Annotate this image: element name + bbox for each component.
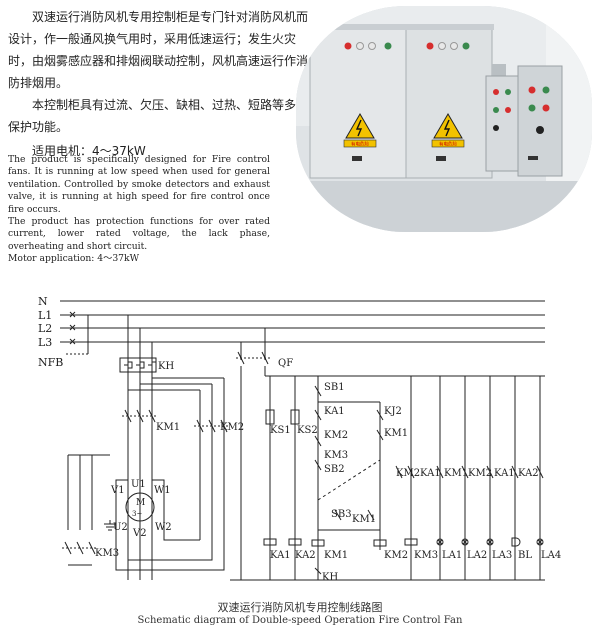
terminal-v1: V1	[110, 485, 125, 496]
label-sb3: SB3	[331, 509, 352, 520]
bottom-label-bl: BL	[518, 550, 532, 561]
motor-symbol	[125, 492, 155, 522]
bottom-label-km3: KM3	[414, 550, 438, 561]
product-photo: 有电危险 有电危险	[296, 6, 592, 232]
chinese-description: 双速运行消防风机专用控制柜是专门针对消防风机而设计，作一般通风换气用时，采用低速…	[8, 6, 308, 162]
en-motor-application: Motor application: 4～37kW	[8, 253, 140, 265]
red-indicator-light	[344, 42, 352, 50]
zh-motor-application: 适用电机：4～37kW	[32, 144, 146, 158]
coil-km2	[373, 539, 387, 547]
schematic-diagram: N L1 L2 L3 NFB	[38, 295, 561, 583]
bottom-label-ka2: KA2	[295, 550, 316, 561]
terminal-u2: U2	[113, 522, 128, 533]
main-cabinet: 有电危险 有电危险	[308, 24, 494, 179]
label-ks2: KS2	[297, 425, 318, 436]
label-km3-control: KM3	[324, 450, 348, 461]
label-ks1: KS1	[270, 425, 291, 436]
control-circuit	[230, 328, 545, 581]
top-contact-6: KA2	[518, 468, 539, 479]
english-description: The product is specifically designed for…	[8, 154, 270, 266]
bus-label-l3: L3	[38, 336, 52, 349]
bus-label-nfb: NFB	[38, 356, 63, 369]
ks2-fuse	[290, 409, 300, 425]
green-indicator-light	[384, 42, 392, 50]
small-cabinets	[485, 65, 563, 177]
top-contact-1: KM2	[396, 468, 420, 479]
label-km2-control: KM2	[324, 430, 348, 441]
label-qf: QF	[278, 358, 293, 369]
bottom-label-ka1: KA1	[270, 550, 291, 561]
en-paragraph-1: The product is specifically designed for…	[8, 154, 270, 215]
bus-lines	[60, 300, 545, 343]
caption-english: Schematic diagram of Double-speed Operat…	[137, 615, 463, 626]
label-kj2: KJ2	[384, 406, 402, 417]
warning-sign-left: 有电危险	[343, 113, 377, 148]
bus-label-n: N	[38, 295, 48, 308]
warning-label-2: 有电危险	[439, 141, 457, 148]
label-km1-control: KM1	[384, 428, 408, 439]
motor-phase: 3~	[132, 510, 142, 518]
top-contact-3: KM1	[444, 468, 468, 479]
nfb-breaker	[66, 311, 92, 355]
bottom-label-la1: LA1	[442, 550, 462, 561]
top-contact-4: KM2	[468, 468, 492, 479]
label-km1-sb3: KM1	[352, 514, 376, 525]
bus-label-l1: L1	[38, 309, 52, 322]
label-kh: KH	[158, 361, 174, 372]
bus-label-l2: L2	[38, 322, 52, 335]
control-cabinet-illustration: 有电危险 有电危险	[296, 6, 592, 232]
main-power-circuit	[62, 315, 230, 580]
label-km3-main: KM3	[95, 548, 119, 559]
bottom-label-la2: LA2	[467, 550, 487, 561]
terminal-u1: U1	[131, 479, 146, 490]
warning-label-1: 有电危险	[351, 141, 369, 148]
zh-paragraph-2: 本控制柜具有过流、欠压、缺相、过热、短路等多种保护功能。	[8, 98, 309, 134]
label-sb1: SB1	[324, 382, 345, 393]
en-paragraph-2: The product has protection functions for…	[8, 216, 270, 252]
coil-km1	[311, 539, 325, 547]
ks1-fuse	[265, 409, 275, 425]
motor-label: M	[136, 498, 145, 508]
top-contact-5: KA1	[494, 468, 515, 479]
bottom-label-la4: LA4	[541, 550, 561, 561]
bottom-label-la3: LA3	[492, 550, 512, 561]
bottom-label-km1: KM1	[324, 550, 348, 561]
top-contact-2: KA1	[420, 468, 441, 479]
label-kh-control: KH	[322, 572, 338, 583]
label-km2-main: KM2	[220, 422, 244, 433]
zh-paragraph-1: 双速运行消防风机专用控制柜是专门针对消防风机而设计，作一般通风换气用时，采用低速…	[8, 10, 309, 90]
warning-sign-right: 有电危险	[431, 113, 465, 148]
label-sb2: SB2	[324, 464, 345, 475]
caption-chinese: 双速运行消防风机专用控制线路图	[217, 601, 383, 614]
terminal-w1: W1	[154, 485, 171, 496]
bottom-label-km2: KM2	[384, 550, 408, 561]
label-ka1-control: KA1	[324, 406, 345, 417]
terminal-v2: V2	[132, 528, 147, 539]
indicator-lamps	[436, 537, 544, 547]
label-km1-main: KM1	[156, 422, 180, 433]
terminal-w2: W2	[155, 522, 172, 533]
